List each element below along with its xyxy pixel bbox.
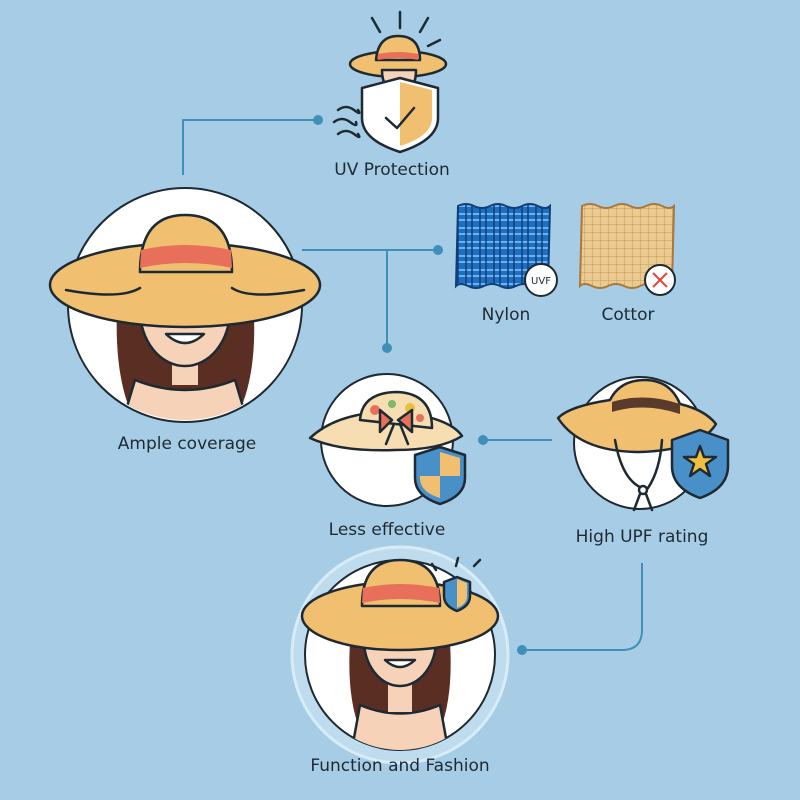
star-icon [682,444,718,478]
less-effective-label: Less effective [328,520,446,540]
ample-coverage-illustration [48,187,322,423]
cross-icon [652,272,668,288]
connectors [182,115,643,655]
checkmark-icon [384,106,416,130]
cotton-swatch [578,203,676,296]
uv-protection-icon [332,10,448,154]
connector-upf-fashion [522,563,643,651]
less-effective-illustration [308,373,467,507]
connector-dot-uv [313,115,323,125]
connector-dot-materials [433,245,443,255]
ample-coverage-label: Ample coverage [117,434,257,454]
connector-dot-upf-less [478,435,488,445]
uvf-badge-text: UVF [531,276,551,287]
connector-dot-fashion [517,645,527,655]
nylon-swatch: UVF [454,203,558,297]
connector-dot-less-effective [382,343,392,353]
function-fashion-illustration [290,545,510,765]
cotton-label: Cottor [601,305,655,325]
connector-coverage-uv [182,119,318,175]
high-upf-illustration [556,376,730,512]
nylon-label: Nylon [481,305,531,325]
function-fashion-label: Function and Fashion [310,756,490,776]
uvf-badge [524,263,558,297]
high-upf-label: High UPF rating [575,527,709,547]
uv-protection-label: UV Protection [334,160,450,180]
